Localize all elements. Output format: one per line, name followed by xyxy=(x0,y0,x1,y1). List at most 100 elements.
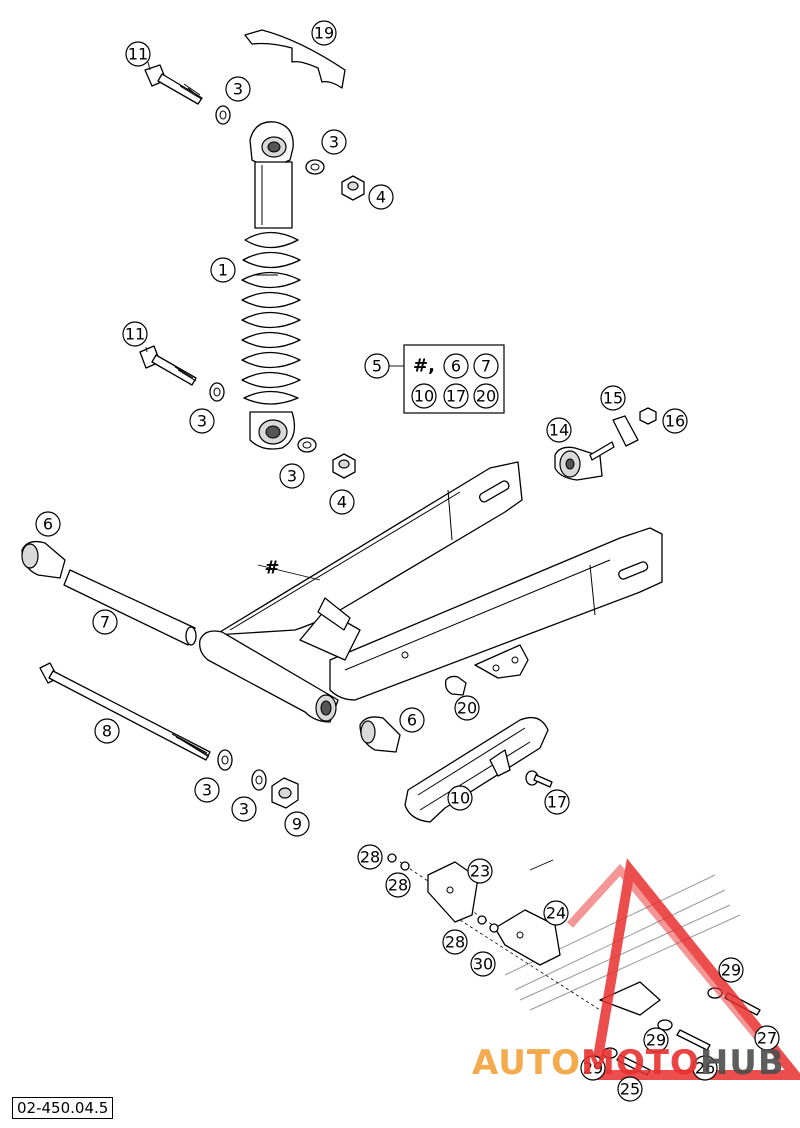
svg-text:1: 1 xyxy=(218,261,228,280)
callout-28: 28 xyxy=(442,929,468,955)
svg-text:16: 16 xyxy=(665,412,685,431)
clip-15 xyxy=(612,415,639,447)
shock-spring xyxy=(241,231,301,405)
svg-text:11: 11 xyxy=(125,325,145,344)
bolt-11-mid xyxy=(139,345,197,386)
svg-text:6: 6 xyxy=(407,711,417,730)
svg-text:3: 3 xyxy=(329,133,339,152)
svg-text:17: 17 xyxy=(547,793,567,812)
chain-slider-10 xyxy=(404,716,549,823)
callout-10: 10 xyxy=(447,785,473,811)
kit-legend-contents: 5 #, 6 7 10 17 20 xyxy=(364,353,499,409)
svg-text:17: 17 xyxy=(446,387,466,406)
callout-4: 4 xyxy=(368,184,394,210)
callout-3: 3 xyxy=(231,796,257,822)
bushing-14 xyxy=(554,441,615,481)
kit-item-17: 17 xyxy=(443,383,469,409)
svg-text:10: 10 xyxy=(414,387,434,406)
watermark-auto: AUTO xyxy=(472,1043,581,1083)
svg-text:9: 9 xyxy=(292,815,302,834)
bolt-11-top xyxy=(144,64,203,105)
svg-text:10: 10 xyxy=(450,789,470,808)
callout-3: 3 xyxy=(279,463,305,489)
kit-item-6: 6 xyxy=(443,353,469,379)
callout-6: 6 xyxy=(399,707,425,733)
callout-24: 24 xyxy=(543,900,569,926)
svg-text:3: 3 xyxy=(202,781,212,800)
kit-item-20: 20 xyxy=(473,383,499,409)
svg-text:7: 7 xyxy=(100,613,110,632)
shock-absorber xyxy=(241,121,301,450)
callout-30: 30 xyxy=(470,951,496,977)
callout-17: 17 xyxy=(544,789,570,815)
svg-text:26: 26 xyxy=(695,1059,715,1078)
svg-text:7: 7 xyxy=(481,357,491,376)
callout-16: 16 xyxy=(662,408,688,434)
callout-29: 29 xyxy=(580,1055,606,1081)
svg-text:29: 29 xyxy=(583,1059,603,1078)
callout-4: 4 xyxy=(329,489,355,515)
callout-15: 15 xyxy=(600,385,626,411)
watermark-hub: HUB xyxy=(700,1043,785,1083)
axle-8 xyxy=(39,662,211,761)
kit-legend-hash: #, xyxy=(413,356,435,377)
callout-19: 19 xyxy=(311,20,337,46)
callout-3: 3 xyxy=(321,129,347,155)
callout-7: 7 xyxy=(92,609,118,635)
callout-23: 23 xyxy=(467,858,493,884)
washer-3c xyxy=(209,382,225,402)
kit-item-10: 10 xyxy=(411,383,437,409)
callout-28: 28 xyxy=(385,872,411,898)
svg-text:6: 6 xyxy=(451,357,461,376)
callout-29: 29 xyxy=(718,957,744,983)
watermark-word: AUTOMOTOHUB xyxy=(472,1043,785,1083)
screw-17 xyxy=(525,770,553,788)
spacer-20 xyxy=(444,675,467,696)
svg-text:20: 20 xyxy=(457,699,477,718)
nut-16 xyxy=(639,407,657,425)
svg-text:3: 3 xyxy=(233,80,243,99)
svg-text:8: 8 xyxy=(102,722,112,741)
callout-8: 8 xyxy=(94,718,120,744)
washer-3f xyxy=(251,769,267,791)
svg-text:3: 3 xyxy=(197,412,207,431)
svg-text:4: 4 xyxy=(376,188,386,207)
svg-text:15: 15 xyxy=(603,389,623,408)
watermark-text: AUTOMOTOHUB xyxy=(472,1043,785,1083)
svg-text:3: 3 xyxy=(239,800,249,819)
svg-text:4: 4 xyxy=(337,493,347,512)
callout-3: 3 xyxy=(189,408,215,434)
hash-label: # xyxy=(264,558,279,579)
svg-text:29: 29 xyxy=(646,1031,666,1050)
svg-text:24: 24 xyxy=(546,904,566,923)
washer-3d xyxy=(297,437,317,453)
tube-7 xyxy=(63,569,197,646)
kit-item-7: 7 xyxy=(473,353,499,379)
plate-19 xyxy=(244,29,346,89)
bushing-6b xyxy=(359,716,401,753)
svg-text:6: 6 xyxy=(43,515,53,534)
callout-14: 14 xyxy=(546,417,572,443)
svg-text:28: 28 xyxy=(388,876,408,895)
svg-text:28: 28 xyxy=(445,933,465,952)
watermark-triangle-inner xyxy=(567,863,764,1043)
washer-3e xyxy=(217,749,233,771)
washer-3b xyxy=(305,159,325,175)
svg-text:5: 5 xyxy=(372,357,382,376)
svg-text:20: 20 xyxy=(476,387,496,406)
swingarm xyxy=(199,461,663,723)
bushing-6a xyxy=(21,540,66,579)
callout-20: 20 xyxy=(454,695,480,721)
callout-3: 3 xyxy=(225,76,251,102)
callout-25: 25 xyxy=(617,1076,643,1102)
svg-text:30: 30 xyxy=(473,955,493,974)
callout-6: 6 xyxy=(35,511,61,537)
document-code: 02-450.04.5 xyxy=(12,1097,114,1119)
svg-text:28: 28 xyxy=(360,848,380,867)
svg-text:14: 14 xyxy=(549,421,569,440)
callout-1: 1 xyxy=(210,257,236,283)
svg-text:25: 25 xyxy=(620,1080,640,1099)
callout-29: 29 xyxy=(643,1027,669,1053)
